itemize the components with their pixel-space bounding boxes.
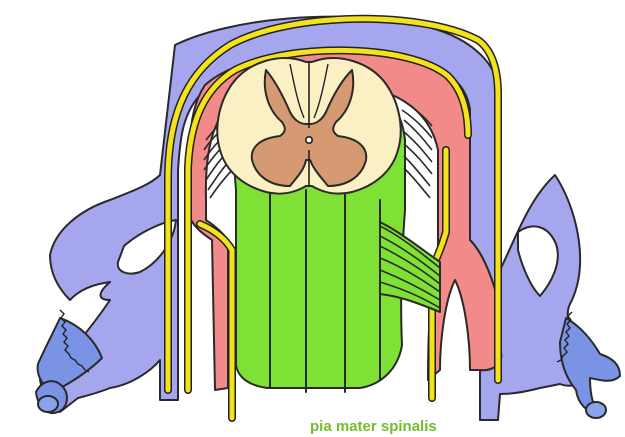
spinal-cord-cross-section — [217, 58, 400, 193]
pia-mater-label: pia mater spinalis — [310, 418, 437, 435]
